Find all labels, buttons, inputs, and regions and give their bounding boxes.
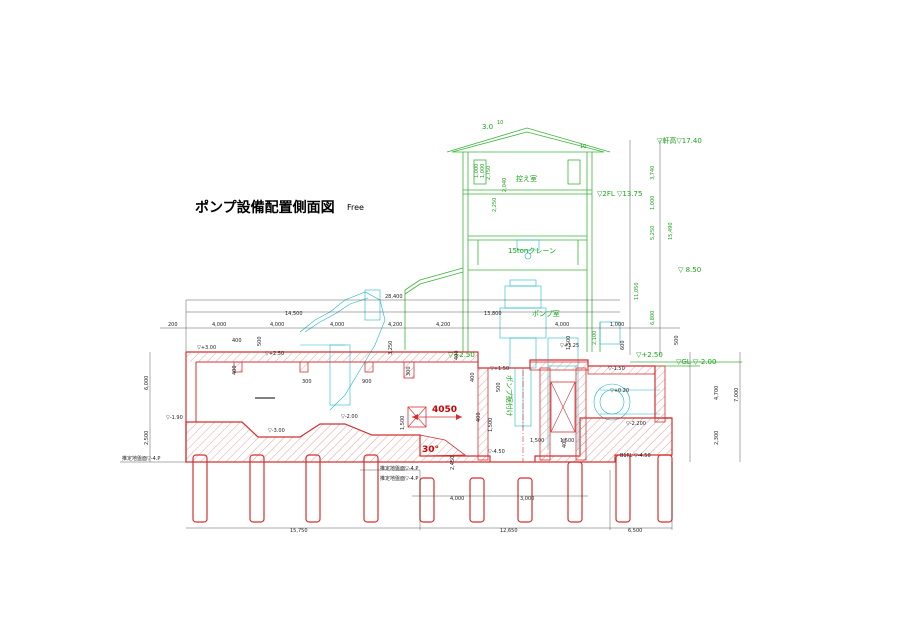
- elev-gl: ▽GL ▽-2.00: [676, 358, 716, 366]
- top-dim-overall-a: 28,400: [385, 294, 403, 300]
- roof-rise: 10: [497, 120, 503, 126]
- top-dim-overall-b: 14,500: [285, 311, 303, 317]
- label-pump-room: ポンプ室: [532, 309, 560, 318]
- elev-minus200: ▽-2.00: [341, 414, 358, 420]
- small-dim-17: 400: [562, 438, 568, 448]
- label-pump-centerline: ポンプ据付け: [505, 375, 514, 417]
- drawing-subtitle: Free: [347, 203, 364, 212]
- elev-plus150: ▽+1.50: [490, 366, 509, 372]
- small-dim-19: 400: [476, 412, 482, 422]
- elev-plus250-left: ▽+2.50: [265, 351, 284, 357]
- label-control-room: 控え室: [516, 174, 537, 183]
- span-annotation: 4050: [432, 405, 457, 415]
- elev-minus190: ▽-1.90: [166, 415, 183, 421]
- small-dim-0: 400: [232, 338, 242, 344]
- top-dim-seg-6: 4,000: [555, 322, 569, 328]
- elev-roof: ▽軒高▽17.40: [657, 136, 702, 145]
- bottom-dim-overall-right: 6,500: [628, 528, 642, 534]
- elev-minus450: ▽-4.50: [488, 449, 505, 455]
- small-dim-9: 1,500: [488, 418, 494, 432]
- top-dim-seg-2: 4,000: [270, 322, 284, 328]
- right-outer-dim-2: 2,300: [714, 431, 720, 445]
- small-dim-2: 400: [232, 365, 238, 375]
- top-dim-seg-1: 4,000: [212, 322, 226, 328]
- vdim-right-3: 15,490: [668, 223, 674, 241]
- small-dim-5: 3,250: [388, 341, 394, 355]
- vdim-right-4: 11,050: [634, 283, 640, 301]
- small-dim-8: 1,500: [400, 416, 406, 430]
- small-dim-14: 600: [620, 340, 626, 350]
- small-dim-3: 300: [302, 379, 312, 385]
- angle-annotation: 30°: [422, 445, 439, 455]
- elev-plus300: ▽+3.00: [197, 345, 216, 351]
- dimension-lines: [120, 140, 741, 530]
- left-outer-dim-0: 6,000: [144, 376, 150, 390]
- small-dim-15: 500: [674, 335, 680, 345]
- small-dim-12: 2,450: [450, 456, 456, 470]
- elev-b1fl: B1FL ▽-4.50: [620, 453, 651, 459]
- top-dim-seg-0: 200: [168, 322, 178, 328]
- vdim-house-5: 10: [580, 144, 586, 150]
- small-dim-7: 400: [470, 372, 476, 382]
- elev-minus2200: ▽-2.200: [626, 421, 646, 427]
- bottom-dim-overall-mid: 12,650: [500, 528, 518, 534]
- small-dim-1: 500: [257, 336, 263, 346]
- vdim-right-5: 6,800: [650, 311, 656, 325]
- small-dim-18: 300: [406, 366, 412, 376]
- ground-note-0: 推定地盤面▽-4.P: [122, 455, 160, 462]
- vdim-right-6: 2,100: [592, 331, 598, 345]
- elev-crane-rail: ▽ 8.50: [678, 266, 701, 274]
- small-dim-11: 1,500: [560, 438, 574, 444]
- vdim-right-2: 5,250: [650, 226, 656, 240]
- elev-2fl: ▽2FL ▽13.75: [597, 190, 642, 198]
- top-dim-seg-3: 4,000: [330, 322, 344, 328]
- bottom-dim-overall-left: 15,750: [290, 528, 308, 534]
- vdim-house-3: 2,040: [502, 178, 508, 192]
- elev-plus250-mid: ▽+2.50: [448, 351, 475, 359]
- top-dim-overall-c: 13,800: [484, 311, 502, 317]
- superstructure-building: [404, 127, 742, 367]
- elev-minus300: ▽-3.00: [268, 428, 285, 434]
- elev-plus020: ▽+0.20: [610, 388, 629, 394]
- bottom-dim-inner-a: 4,000: [450, 496, 464, 502]
- vdim-house-4: 2,250: [492, 198, 498, 212]
- small-dim-4: 900: [362, 379, 372, 385]
- vdim-right-1: 1,000: [650, 196, 656, 210]
- top-dim-seg-4: 4,200: [388, 322, 402, 328]
- drawing-title: ポンプ設備配置側面図: [195, 199, 335, 216]
- top-dim-seg-5: 4,200: [436, 322, 450, 328]
- right-outer-dim-1: 7,000: [734, 388, 740, 402]
- small-dim-16: 400: [454, 350, 460, 360]
- roof-slope: 3.0: [482, 123, 493, 131]
- ground-note-2: 推定地盤面▽-4.P: [380, 465, 418, 472]
- elev-plus250-right: ▽+2.50: [636, 351, 663, 359]
- right-outer-dim-0: 4,700: [714, 386, 720, 400]
- small-dim-13: 1,500: [566, 336, 572, 350]
- label-crane: 15tonクレーン: [508, 247, 556, 255]
- vdim-house-2: 2,750: [486, 166, 492, 180]
- elev-minus150: ▽-1.50: [608, 366, 625, 372]
- vdim-right-0: 3,740: [650, 166, 656, 180]
- vdim-house-0: 1,000: [474, 164, 480, 178]
- small-dim-10: 1,500: [530, 438, 544, 444]
- small-dim-6: 500: [496, 382, 502, 392]
- left-outer-dim-1: 2,500: [144, 431, 150, 445]
- ground-note-1: 推定地盤面▽-4.P: [380, 475, 418, 482]
- elev-plus325: ▽+3.25: [560, 343, 579, 349]
- bottom-dim-inner-b: 3,000: [520, 496, 534, 502]
- concrete-substructure: [185, 351, 673, 523]
- vdim-house-1: 1,000: [480, 164, 486, 178]
- top-dim-seg-7: 1,000: [610, 322, 624, 328]
- pump-equipment: [299, 239, 660, 450]
